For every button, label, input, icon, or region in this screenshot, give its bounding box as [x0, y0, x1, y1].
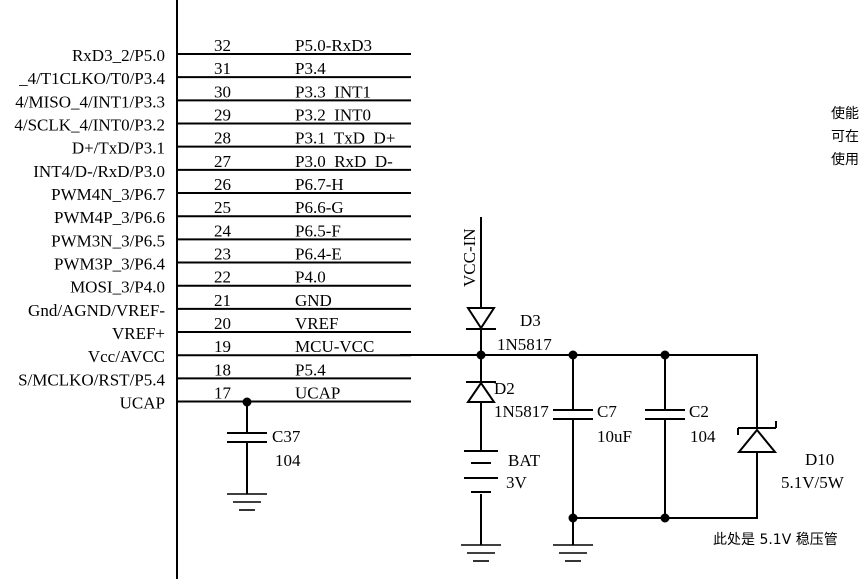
pin-name: GND	[295, 291, 332, 310]
pin-row: 29 P3.2 INT0 4/SCLK_4/INT0/P3.2	[14, 106, 411, 135]
pin-row: 26 P6.7-H PWM4N_3/P6.7	[51, 175, 411, 204]
pin-name: P3.4	[295, 59, 326, 78]
vcc-in-net: VCC-IN D3 1N5817	[460, 217, 552, 355]
pin-row: 20 VREF VREF+	[112, 314, 411, 343]
pin-number: 21	[214, 291, 231, 310]
pin-function: MOSI_3/P4.0	[70, 278, 165, 297]
pin-number: 17	[214, 384, 232, 403]
pin-function: PWM4N_3/P6.7	[51, 185, 165, 204]
pin-function: Vcc/AVCC	[88, 347, 165, 366]
c37-ref: C37	[272, 427, 301, 446]
pin-function: 4/SCLK_4/INT0/P3.2	[14, 116, 165, 135]
pin-name: P6.6-G	[295, 198, 344, 217]
pin-name: UCAP	[295, 384, 340, 403]
bat-value: 3V	[506, 473, 528, 492]
pin-row: 28 P3.1 TxD D+ D+/TxD/P3.1	[72, 129, 411, 158]
pin-name: P4.0	[295, 268, 326, 287]
pin-name: VREF	[295, 314, 338, 333]
pin-name: P3.0 RxD D-	[295, 152, 393, 171]
pin-name: P6.7-H	[295, 175, 344, 194]
vcc-in-label: VCC-IN	[460, 228, 479, 287]
pin-row: 27 P3.0 RxD D- INT4/D-/RxD/P3.0	[33, 152, 411, 181]
pin-row: 18 P5.4S/MCLKO/RST/P5.4	[18, 360, 411, 389]
pin-number: 31	[214, 59, 231, 78]
pin-number: 18	[214, 360, 231, 379]
pin-number: 23	[214, 245, 231, 264]
pin-number: 24	[214, 221, 232, 240]
bat-ref: BAT	[508, 451, 541, 470]
pin-name: P5.4	[295, 360, 326, 379]
c7-ref: C7	[597, 402, 617, 421]
pin-row: 25 P6.6-G PWM4P_3/P6.6	[54, 198, 411, 227]
pin-number: 30	[214, 82, 231, 101]
pin-row: 23 P6.4-E PWM3P_3/P6.4	[54, 245, 411, 274]
pin-row: 19 MCU-VCC Vcc/AVCC	[88, 337, 411, 366]
pin-name: P3.2 INT0	[295, 106, 371, 125]
right-note-line-1: 使能	[831, 105, 859, 122]
pin-function: _4/T1CLKO/T0/P3.4	[18, 69, 165, 88]
pin-row: 31 P3.4 _4/T1CLKO/T0/P3.4	[18, 59, 411, 88]
pin-function: RxD3_2/P5.0	[72, 46, 165, 65]
pin-function: PWM4P_3/P6.6	[54, 208, 165, 227]
junction-dot	[660, 513, 670, 523]
d10-ref: D10	[805, 450, 834, 469]
c2-ref: C2	[689, 402, 709, 421]
right-note-line-2: 可在	[831, 129, 859, 145]
pin-number: 32	[214, 36, 231, 55]
pin-name: MCU-VCC	[295, 337, 374, 356]
pin-number: 27	[214, 152, 232, 171]
pin-number: 22	[214, 268, 231, 287]
c37-value: 104	[275, 451, 301, 470]
pin-name: P6.5-F	[295, 221, 341, 240]
pin-number: 29	[214, 106, 231, 125]
pin-function: PWM3N_3/P6.5	[51, 231, 165, 250]
right-note-line-3: 使用	[831, 151, 859, 168]
pin-function: PWM3P_3/P6.4	[54, 255, 165, 274]
ground-symbol	[553, 544, 593, 562]
zener-note: 此处是 5.1V 稳压管	[713, 532, 838, 548]
capacitor-c2: C2 104	[645, 355, 716, 518]
pin-function: UCAP	[120, 394, 165, 413]
pin-name: P6.4-E	[295, 245, 342, 264]
d2-ref: D2	[494, 379, 515, 398]
diode-d2-symbol	[466, 381, 496, 403]
pin-row: 30 P3.3 INT1 4/MISO_4/INT1/P3.3	[15, 82, 411, 111]
pin-number: 20	[214, 314, 231, 333]
zener-d10-symbol	[736, 428, 778, 453]
d10-value: 5.1V/5W	[781, 473, 845, 492]
pin-number: 25	[214, 198, 231, 217]
d2-value: 1N5817	[494, 402, 549, 421]
capacitor-c37: C37 104	[227, 397, 301, 511]
pin-function: Gnd/AGND/VREF-	[28, 301, 165, 320]
junction-dot	[568, 513, 578, 523]
pin-function: INT4/D-/RxD/P3.0	[33, 162, 165, 181]
pin-name: P3.1 TxD D+	[295, 129, 395, 148]
pin-function: S/MCLKO/RST/P5.4	[18, 370, 165, 389]
right-edge-note: 使能 可在 使用	[831, 105, 859, 168]
pin-number: 28	[214, 129, 231, 148]
battery-branch: D2 1N5817 BAT 3V	[461, 355, 549, 562]
pin-function: VREF+	[112, 324, 165, 343]
pin-number: 26	[214, 175, 231, 194]
pin-name: P5.0-RxD3	[295, 36, 372, 55]
c7-value: 10uF	[597, 427, 632, 446]
pin-row: 21 GND Gnd/AGND/VREF-	[28, 291, 411, 320]
d3-ref: D3	[520, 311, 541, 330]
pin-function: D+/TxD/P3.1	[72, 139, 165, 158]
diode-d3-symbol	[466, 307, 496, 330]
c2-value: 104	[690, 427, 716, 446]
zener-d10: D10 5.1V/5W	[568, 421, 845, 523]
pin-function: 4/MISO_4/INT1/P3.3	[15, 92, 165, 111]
pin-row: 24 P6.5-F PWM3N_3/P6.5	[51, 221, 411, 250]
pin-number: 19	[214, 337, 231, 356]
pin-name: P3.3 INT1	[295, 82, 371, 101]
d3-value: 1N5817	[497, 335, 552, 354]
capacitor-c7: C7 10uF	[553, 355, 632, 545]
